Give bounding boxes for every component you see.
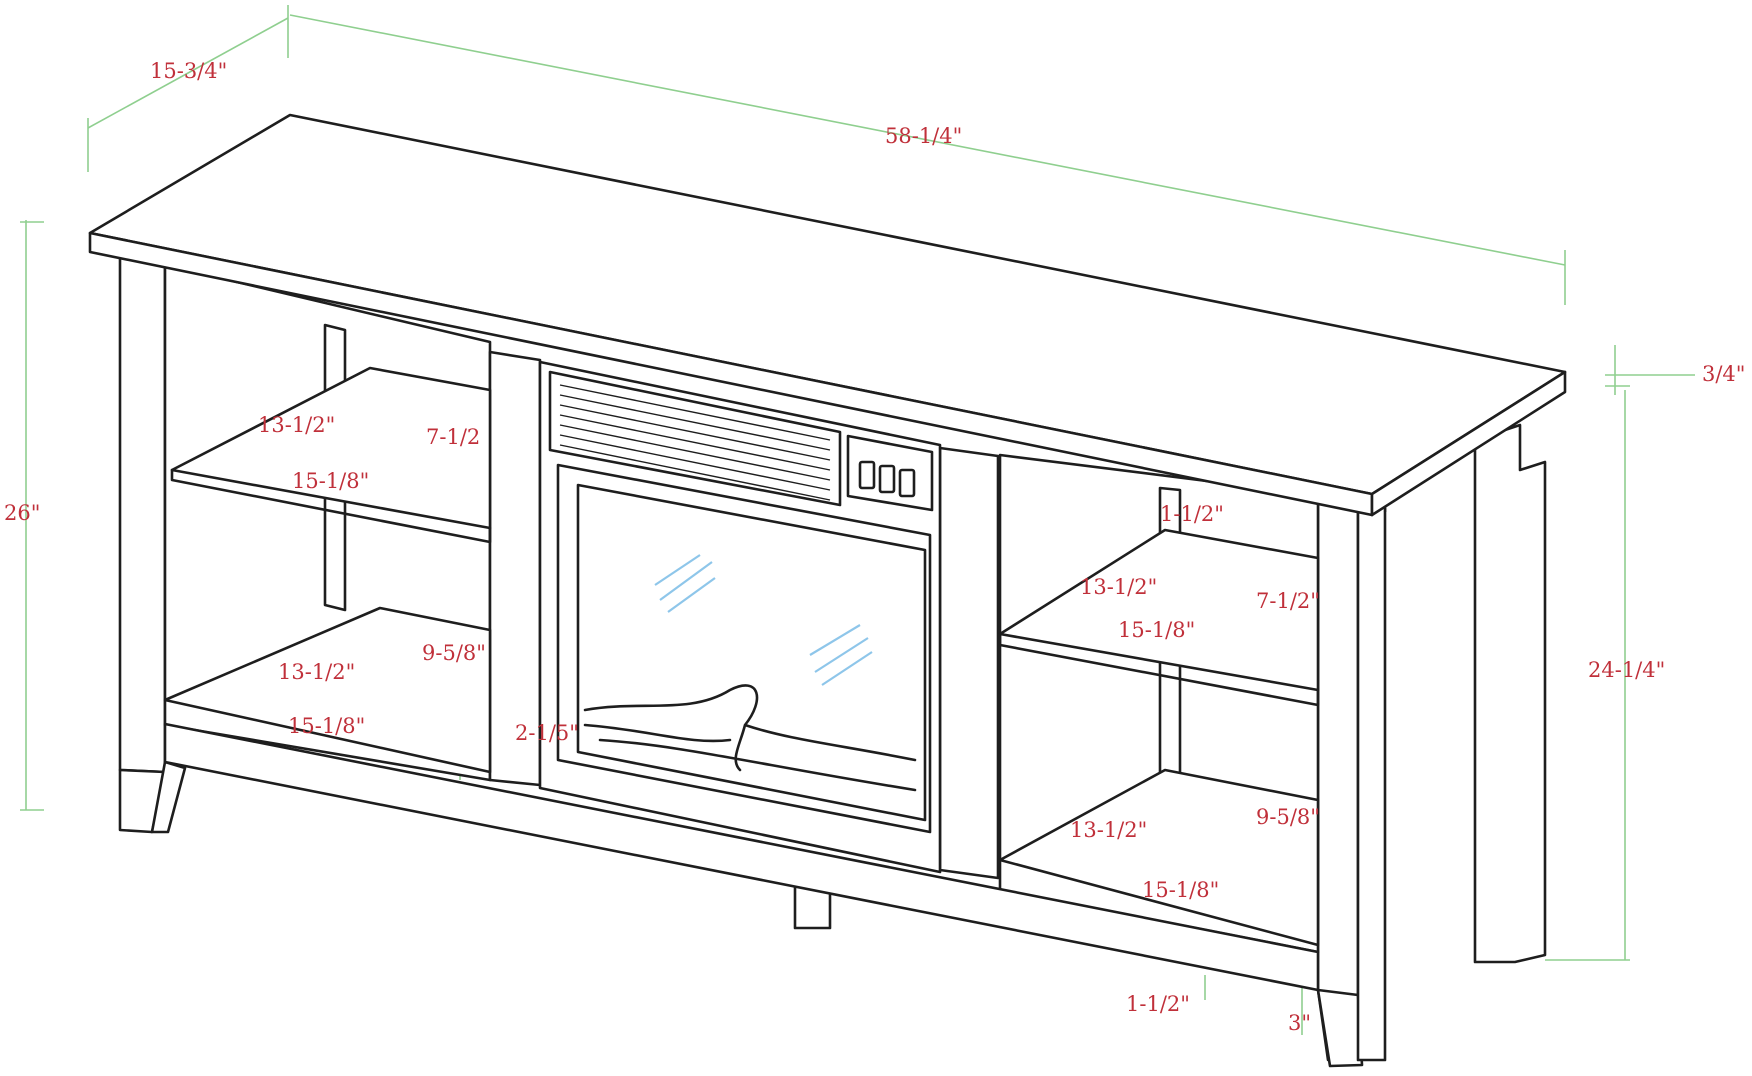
timer-button[interactable]: [898, 468, 916, 498]
right-lower-shelf: [998, 768, 1320, 947]
center-bottom-label: 2-1/5": [515, 721, 579, 745]
right-upper-width-label: 15-1/8": [1118, 618, 1195, 642]
right-upper-depth-label: 13-1/2": [1080, 575, 1157, 599]
firebox-logs: [583, 684, 917, 792]
left-upper-height-label: 7-1/2: [426, 425, 480, 449]
right-lower-depth-label: 13-1/2": [1070, 818, 1147, 842]
right-side-panel: [1316, 492, 1360, 1062]
mode-button[interactable]: [878, 464, 896, 494]
width-label: 58-1/4": [885, 124, 962, 148]
bottom-rail: [163, 722, 1320, 992]
top-thickness-label: 3/4": [1702, 362, 1745, 386]
bottom-rail-label: 1-1/2": [1126, 992, 1190, 1016]
left-lower-width-label: 15-1/8": [288, 714, 365, 738]
left-side-panel: [118, 256, 167, 774]
left-upper-depth-label: 13-1/2": [258, 413, 335, 437]
left-upper-shelf: [170, 366, 492, 530]
tv-stand: [88, 113, 1567, 1068]
inner-height-label: 24-1/4": [1588, 658, 1665, 682]
glass-reflection: [654, 554, 873, 686]
height-label: 26": [4, 501, 40, 525]
heater-grille: [548, 370, 842, 507]
dimension-labels: 15-3/4" 58-1/4" 26" 3/4" 24-1/4" 13-1/2"…: [4, 59, 1745, 1035]
left-lower-shelf: [163, 606, 492, 774]
left-lower-height-label: 9-5/8": [422, 641, 486, 665]
leg-clearance-label: 3": [1288, 1011, 1311, 1035]
left-lower-depth-label: 13-1/2": [278, 660, 355, 684]
depth-label: 15-3/4": [150, 59, 227, 83]
grille-slats: [559, 384, 831, 501]
left-upper-width-label: 15-1/8": [292, 469, 369, 493]
rear-right-post: [1473, 423, 1547, 964]
right-upper-height-label: 7-1/2": [1256, 589, 1320, 613]
power-button[interactable]: [858, 460, 876, 490]
right-upper-shelf: [998, 528, 1320, 692]
right-center-post: [938, 446, 1000, 880]
right-leg: [1316, 988, 1364, 1068]
right-top-gap-label: 1-1/2": [1160, 502, 1224, 526]
right-lower-height-label: 9-5/8": [1256, 805, 1320, 829]
right-lower-width-label: 15-1/8": [1142, 878, 1219, 902]
